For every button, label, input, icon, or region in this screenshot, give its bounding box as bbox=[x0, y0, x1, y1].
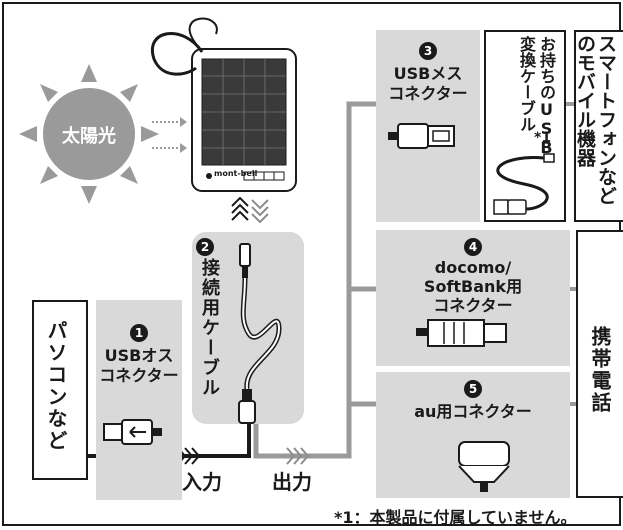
sunlight-arrows bbox=[152, 121, 180, 149]
cable-number: 2 bbox=[196, 236, 214, 256]
usb-male-line1: USBオス bbox=[104, 346, 174, 365]
brand-logo: mont-bell bbox=[214, 169, 258, 178]
usb-male-line2: コネクター bbox=[99, 366, 179, 385]
usb-female-number-badge: 3 bbox=[419, 42, 437, 60]
docomo-number: 4 bbox=[376, 236, 570, 256]
output-label: 出力 bbox=[272, 470, 312, 494]
docomo-line2: SoftBank用 bbox=[423, 277, 523, 296]
docomo-line1: docomo/ bbox=[434, 258, 512, 277]
usb-female-line1: USBメス bbox=[393, 64, 463, 83]
pc-box bbox=[32, 300, 88, 480]
usb-male-number-badge: 1 bbox=[130, 324, 148, 342]
own-cable-label: お持ちのUSB変換ケーブル bbox=[517, 36, 556, 157]
sunlight-arrowheads bbox=[180, 117, 187, 153]
cable-icon bbox=[238, 243, 282, 424]
au-plug-icon bbox=[458, 441, 510, 492]
output-chevrons bbox=[251, 199, 310, 465]
usb-male-plug-icon bbox=[103, 419, 162, 445]
phone-box bbox=[576, 230, 623, 498]
sun-icon bbox=[19, 64, 159, 204]
pc-label: パソコンなど bbox=[44, 320, 68, 452]
own-cable-box bbox=[484, 30, 566, 222]
au-number-badge: 5 bbox=[464, 380, 482, 398]
solar-panel-icon bbox=[150, 17, 297, 192]
docomo-number-badge: 4 bbox=[464, 238, 482, 256]
usb-male-number: 1 bbox=[96, 322, 182, 342]
usb-cable-icon bbox=[493, 153, 555, 215]
usb-female-number: 3 bbox=[376, 40, 480, 60]
usb-female-plug-icon bbox=[388, 123, 455, 149]
usb-female-line2: コネクター bbox=[388, 84, 468, 103]
au-number: 5 bbox=[376, 378, 570, 398]
footnote: *1：本製品に付属していません。 bbox=[334, 508, 577, 527]
input-label: 入力 bbox=[182, 470, 222, 494]
docomo-plug-icon bbox=[416, 319, 507, 347]
cable-number-badge: 2 bbox=[196, 238, 214, 256]
au-label: au用コネクター bbox=[414, 402, 532, 421]
mobile-box bbox=[574, 30, 623, 222]
input-chevrons bbox=[177, 196, 249, 465]
own-cable-mark: *1 bbox=[534, 130, 552, 146]
phone-label: 携帯電話 bbox=[588, 326, 612, 414]
mobile-label: スマートフォンなどのモバイル機器 bbox=[574, 34, 617, 205]
sun-label: 太陽光 bbox=[62, 126, 116, 147]
cable-label: 接続用ケーブル bbox=[199, 258, 220, 398]
docomo-line3: コネクター bbox=[433, 296, 513, 315]
